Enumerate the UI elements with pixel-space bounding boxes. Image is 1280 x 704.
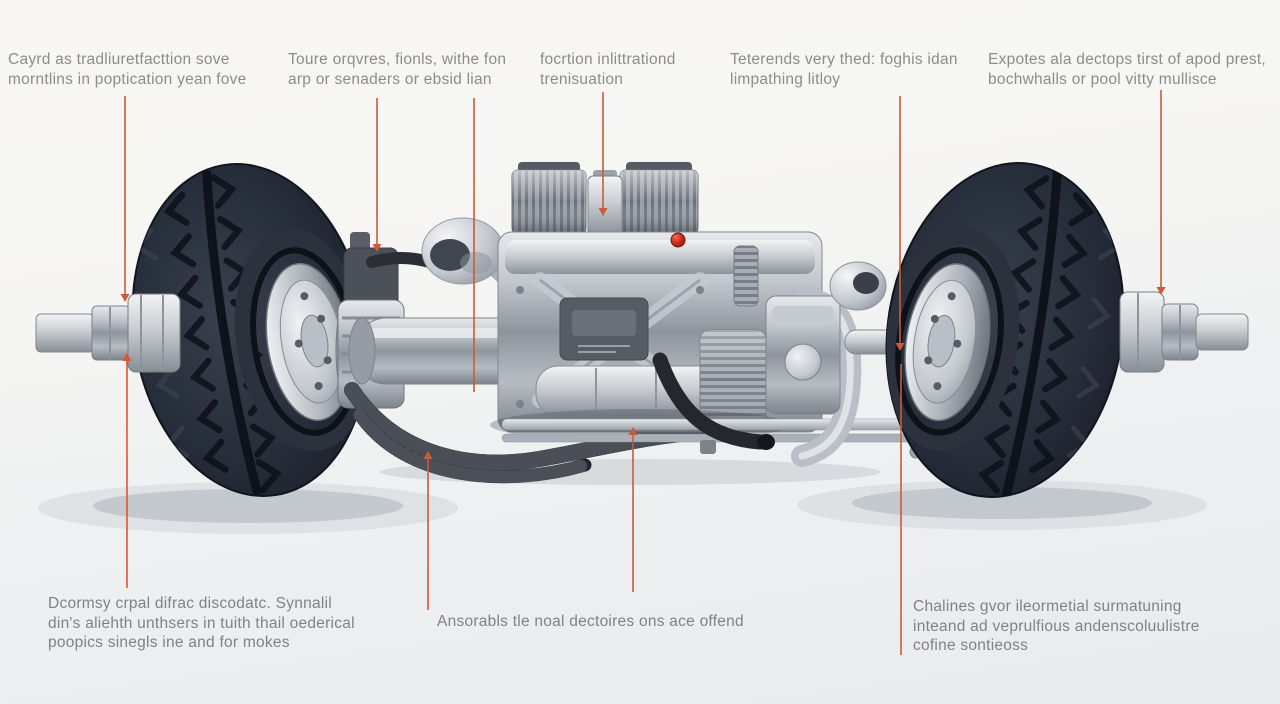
annotation-top-center-left: Toure orqvres, fionls, withe fon arp or …	[288, 51, 507, 88]
transfer-case	[765, 261, 887, 415]
leader-line-hose	[423, 451, 433, 610]
leader-line-intake	[598, 92, 608, 216]
floor-shadows	[38, 459, 1207, 534]
right-wheel	[884, 162, 1125, 498]
leader-line-bottom-left	[122, 353, 132, 588]
leader-line-top-left	[120, 96, 130, 302]
coil-spring	[733, 245, 759, 307]
leader-line-rail	[628, 427, 638, 592]
annotation-bottom-middle: Ansorabls tle noal dectoires ons ace off…	[437, 613, 744, 630]
left-axle-shaft	[35, 293, 181, 373]
red-indicator	[670, 232, 686, 248]
annotation-bottom-right: Chalines gvor ileormetial surmatuning in…	[913, 598, 1200, 654]
cylinder-heads	[511, 162, 699, 235]
engine-block	[497, 162, 823, 433]
intake-stack	[587, 175, 623, 237]
lug-holes	[294, 292, 332, 390]
leader-line-caliper	[372, 98, 382, 252]
axle-tube	[348, 317, 527, 385]
callout-leader-lines	[120, 90, 1166, 655]
annotation-top-middle: focrtion inlittrationd trenisuation	[540, 51, 676, 88]
annotation-top-left: Cayrd as tradliuretfacttion sove morntli…	[8, 51, 247, 88]
annotation-top-center-right: Teterends very thed: foghis idan limpath…	[730, 51, 958, 88]
left-wheel	[131, 163, 370, 497]
right-axle-shaft	[1119, 291, 1249, 373]
annotation-bottom-left: Dcormsy crpal difrac discodatc. Synnalil…	[48, 595, 355, 651]
annotation-top-right: Expotes ala dectops tirst of apod prest,…	[988, 51, 1266, 88]
lug-holes	[924, 292, 962, 391]
leader-line-right-hub	[1156, 90, 1166, 295]
leader-line-driveshaft	[895, 96, 905, 351]
intake-horn	[366, 217, 517, 297]
